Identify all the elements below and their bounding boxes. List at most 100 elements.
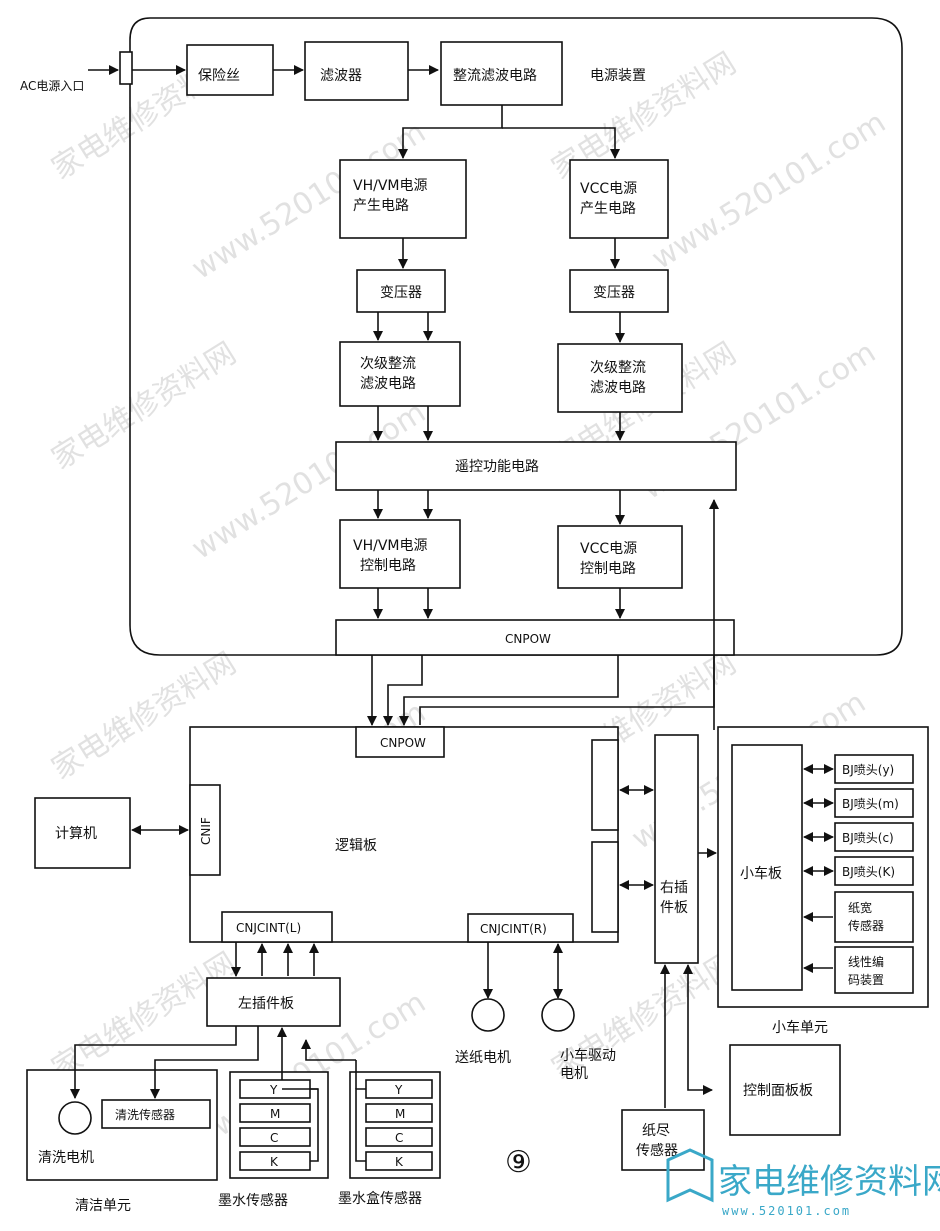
bj-c-label: BJ喷头(c) bbox=[842, 831, 894, 845]
arrow bbox=[150, 1026, 259, 1099]
ink-m-box bbox=[239, 1103, 311, 1123]
logo-url: www.520101.com bbox=[722, 1204, 851, 1218]
cnjcint-r-box bbox=[467, 913, 574, 943]
vhvm-ctrl-line2: 控制电路 bbox=[360, 558, 416, 574]
cart-k-label: K bbox=[395, 1155, 404, 1169]
cnpow-logic-label: CNPOW bbox=[380, 736, 426, 750]
carriage-motor-icon bbox=[541, 998, 575, 1032]
linear-encoder-line2: 码装置 bbox=[848, 973, 884, 987]
bj-k-box bbox=[834, 856, 914, 886]
cnpow-top-label: CNPOW bbox=[505, 632, 551, 646]
clean-motor-icon bbox=[58, 1101, 92, 1135]
sec-rect-right-line1: 次级整流 bbox=[590, 360, 646, 376]
sec-rect-right-box bbox=[557, 343, 683, 413]
arrow bbox=[70, 1026, 237, 1099]
fuse-label: 保险丝 bbox=[198, 68, 240, 84]
paper-width-sensor-box bbox=[834, 891, 914, 943]
clean-sensor-box bbox=[101, 1099, 211, 1129]
remote-ctrl-box bbox=[335, 441, 737, 491]
paper-end-line1: 纸尽 bbox=[642, 1123, 670, 1139]
bj-m-box bbox=[834, 788, 914, 818]
transformer-left-box bbox=[356, 269, 446, 313]
ac-connector bbox=[119, 51, 133, 85]
remote-ctrl-label: 遥控功能电路 bbox=[455, 459, 539, 475]
vcc-ctrl-line1: VCC电源 bbox=[580, 541, 637, 557]
vcc-gen-line1: VCC电源 bbox=[580, 181, 637, 197]
cart-y-label: Y bbox=[394, 1083, 403, 1097]
cable bbox=[419, 655, 715, 725]
paper-end-line2: 传感器 bbox=[636, 1142, 678, 1159]
ink-k-label: K bbox=[270, 1155, 279, 1169]
computer-box bbox=[34, 797, 131, 869]
linear-encoder-line1: 线性编 bbox=[848, 954, 884, 969]
cnjcint-r-label: CNJCINT(R) bbox=[480, 922, 547, 936]
carriage-board-box bbox=[731, 744, 803, 991]
book-icon bbox=[666, 1148, 714, 1203]
carriage-motor-line1: 小车驱动 bbox=[560, 1047, 616, 1064]
cart-m-box bbox=[365, 1103, 433, 1123]
ink-m-label: M bbox=[270, 1107, 280, 1121]
cart-sensor-label: 墨水盒传感器 bbox=[338, 1190, 422, 1207]
ink-c-label: C bbox=[270, 1131, 278, 1145]
vcc-ctrl-line2: 控制电路 bbox=[580, 561, 636, 577]
watermark-url: www.520101.com bbox=[646, 105, 892, 277]
cart-bus bbox=[355, 1088, 366, 1162]
left-plug-board-box bbox=[206, 977, 341, 1027]
vcc-ctrl-box bbox=[557, 525, 683, 589]
cnjcint-l-label: CNJCINT(L) bbox=[236, 921, 301, 935]
clean-unit-label: 清洁单元 bbox=[75, 1198, 131, 1214]
right-plug-board-box bbox=[654, 734, 699, 964]
paper-width-line1: 纸宽 bbox=[848, 900, 872, 915]
bj-y-label: BJ喷头(y) bbox=[842, 763, 894, 777]
bj-y-box bbox=[834, 754, 914, 784]
cart-c-box bbox=[365, 1127, 433, 1147]
carriage-unit-label: 小车单元 bbox=[772, 1019, 828, 1036]
paper-width-line2: 传感器 bbox=[848, 918, 884, 933]
feed-motor-label: 送纸电机 bbox=[455, 1050, 511, 1066]
right-connector-lower bbox=[591, 841, 619, 933]
vcc-gen-line2: 产生电路 bbox=[580, 201, 636, 217]
cnjcint-l-box bbox=[221, 911, 333, 943]
ink-y-label: Y bbox=[269, 1083, 278, 1097]
clean-sensor-label: 清洗传感器 bbox=[115, 1107, 175, 1122]
bj-k-label: BJ喷头(K) bbox=[842, 865, 895, 879]
arrow-to-vhvm-gen bbox=[398, 105, 503, 159]
cnpow-logic-box bbox=[355, 726, 445, 758]
filter-box bbox=[304, 41, 409, 101]
vhvm-gen-line2: 产生电路 bbox=[353, 198, 409, 214]
bj-m-label: BJ喷头(m) bbox=[842, 797, 899, 811]
power-unit-outline bbox=[129, 17, 903, 656]
cnpow-top-box bbox=[335, 619, 735, 656]
ink-c-box bbox=[239, 1127, 311, 1147]
vhvm-ctrl-box bbox=[339, 519, 461, 589]
cable bbox=[399, 655, 619, 726]
right-plug-board-line1: 右插 bbox=[660, 880, 688, 896]
power-unit-label: 电源装置 bbox=[590, 68, 646, 84]
sec-rect-left-line2: 滤波电路 bbox=[360, 376, 416, 392]
control-panel-box bbox=[729, 1044, 841, 1136]
logic-board-label: 逻辑板 bbox=[335, 838, 377, 854]
transformer-right-box bbox=[569, 269, 669, 313]
filter-label: 滤波器 bbox=[320, 68, 362, 84]
sec-rect-left-line1: 次级整流 bbox=[360, 356, 416, 372]
figure-number: ⑨ bbox=[505, 1145, 532, 1180]
cnif-box bbox=[189, 784, 221, 876]
feed-motor-icon bbox=[471, 998, 505, 1032]
logo-text: 家电维修资料网 bbox=[718, 1162, 940, 1202]
computer-label: 计算机 bbox=[55, 826, 97, 842]
left-plug-board-label: 左插件板 bbox=[238, 996, 294, 1012]
ac-inlet-label: AC电源入口 bbox=[20, 79, 84, 93]
watermark-cn: 家电维修资料网 bbox=[46, 336, 243, 477]
cart-c-label: C bbox=[395, 1131, 403, 1145]
clean-motor-label: 清洗电机 bbox=[38, 1150, 94, 1166]
site-logo: 家电维修资料网 www.520101.com bbox=[666, 1148, 940, 1218]
rectifier-label: 整流滤波电路 bbox=[453, 68, 537, 84]
paper-end-sensor-box bbox=[621, 1109, 705, 1171]
ink-sensor-label: 墨水传感器 bbox=[218, 1192, 288, 1209]
bj-c-box bbox=[834, 822, 914, 852]
rectifier-box bbox=[440, 41, 563, 106]
cable bbox=[383, 655, 423, 726]
cnif-label: CNIF bbox=[199, 817, 213, 845]
sec-rect-left-box bbox=[339, 341, 461, 407]
